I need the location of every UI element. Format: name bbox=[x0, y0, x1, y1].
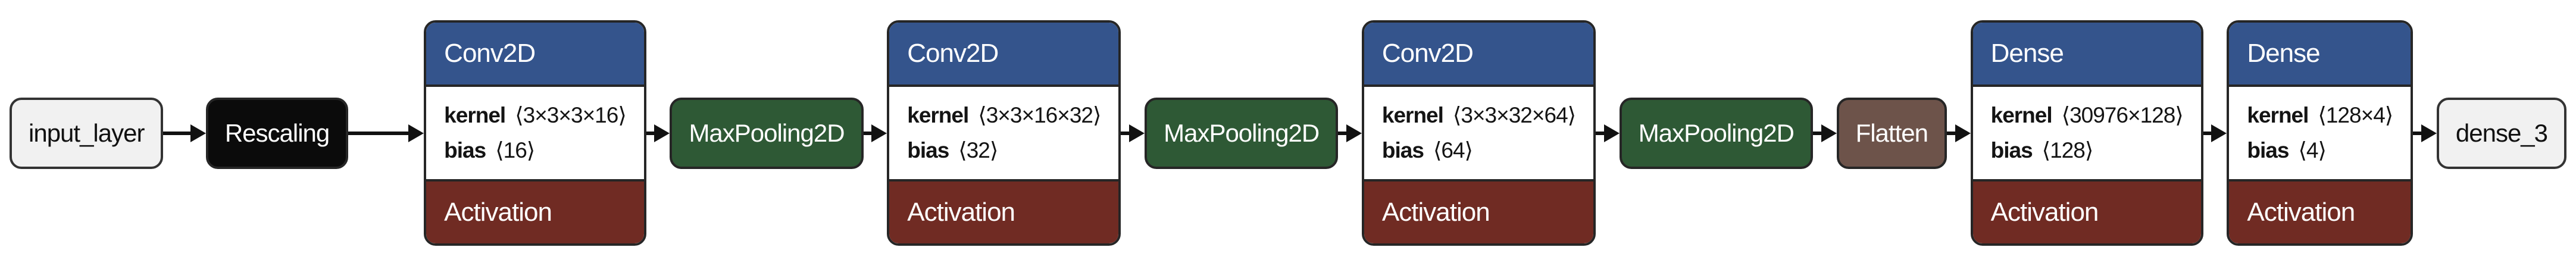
arrowhead-icon bbox=[190, 124, 206, 142]
arrowhead-icon bbox=[871, 124, 887, 142]
param-name: bias bbox=[1381, 137, 1424, 162]
node-maxpooling2d-2: MaxPooling2D bbox=[1145, 97, 1339, 169]
arrowhead-icon bbox=[1603, 124, 1620, 142]
layer-params: kernel ⟨3×3×16×32⟩ bias ⟨32⟩ bbox=[889, 86, 1119, 180]
param-shape: ⟨64⟩ bbox=[1433, 137, 1473, 162]
param-shape: ⟨3×3×32×64⟩ bbox=[1452, 102, 1576, 127]
param-bias: bias ⟨128⟩ bbox=[1990, 137, 2183, 163]
param-name: bias bbox=[444, 137, 486, 162]
param-name: bias bbox=[1990, 137, 2033, 162]
flow-arrow-1 bbox=[163, 123, 206, 143]
arrowhead-icon bbox=[408, 124, 424, 142]
node-maxpooling2d-1: MaxPooling2D bbox=[670, 97, 864, 169]
layer-type-header: Conv2D bbox=[426, 22, 644, 87]
flow-arrow-5 bbox=[1121, 123, 1145, 143]
arrowhead-icon bbox=[2211, 124, 2227, 142]
arrowhead-icon bbox=[1129, 124, 1145, 142]
flow-arrow-2 bbox=[348, 123, 424, 143]
layer-type-header: Conv2D bbox=[1364, 22, 1594, 87]
arrowhead-icon bbox=[1821, 124, 1837, 142]
param-bias: bias ⟨16⟩ bbox=[444, 137, 626, 163]
node-input-layer: input_layer bbox=[10, 97, 164, 169]
flow-arrow-11 bbox=[2413, 123, 2437, 143]
param-shape: ⟨16⟩ bbox=[495, 137, 535, 162]
param-bias: bias ⟨32⟩ bbox=[907, 137, 1101, 163]
param-name: kernel bbox=[1990, 102, 2053, 127]
param-kernel: kernel ⟨30976×128⟩ bbox=[1990, 102, 2184, 128]
param-kernel: kernel ⟨3×3×16×32⟩ bbox=[907, 102, 1101, 128]
activation-footer: Activation bbox=[2229, 179, 2411, 244]
param-name: kernel bbox=[1381, 102, 1444, 127]
arrowhead-icon bbox=[1955, 124, 1971, 142]
layer-block-dense-2: Dense kernel ⟨128×4⟩ bias ⟨4⟩ Activation bbox=[2227, 20, 2414, 246]
node-dense-3-output: dense_3 bbox=[2436, 97, 2567, 169]
param-name: bias bbox=[2247, 137, 2289, 162]
param-kernel: kernel ⟨3×3×3×16⟩ bbox=[444, 102, 627, 128]
param-shape: ⟨3×3×16×32⟩ bbox=[978, 102, 1101, 127]
layer-type-header: Conv2D bbox=[889, 22, 1119, 87]
flow-arrow-4 bbox=[863, 123, 887, 143]
layer-block-conv2d-3: Conv2D kernel ⟨3×3×32×64⟩ bias ⟨64⟩ Activa… bbox=[1361, 20, 1596, 246]
param-shape: ⟨30976×128⟩ bbox=[2061, 102, 2184, 127]
layer-type-header: Dense bbox=[1972, 22, 2201, 87]
param-kernel: kernel ⟨128×4⟩ bbox=[2247, 102, 2393, 128]
arrow-shaft bbox=[1946, 131, 1956, 135]
flow-arrow-6 bbox=[1338, 123, 1362, 143]
param-shape: ⟨3×3×3×16⟩ bbox=[515, 102, 627, 127]
param-name: kernel bbox=[444, 102, 506, 127]
flow-arrow-9 bbox=[1946, 123, 1971, 143]
arrow-shaft bbox=[1596, 131, 1605, 135]
arrow-shaft bbox=[1812, 131, 1822, 135]
layer-type-header: Dense bbox=[2229, 22, 2411, 87]
arrowhead-icon bbox=[2421, 124, 2437, 142]
arrow-shaft bbox=[2203, 131, 2212, 135]
arrow-shaft bbox=[646, 131, 655, 135]
param-shape: ⟨32⟩ bbox=[958, 137, 998, 162]
arrow-shaft bbox=[1121, 131, 1130, 135]
layer-params: kernel ⟨3×3×32×64⟩ bias ⟨64⟩ bbox=[1364, 86, 1594, 180]
flow-arrow-7 bbox=[1596, 123, 1620, 143]
arrowhead-icon bbox=[1346, 124, 1362, 142]
flow-arrow-8 bbox=[1812, 123, 1837, 143]
arrow-shaft bbox=[2413, 131, 2422, 135]
arrow-shaft bbox=[863, 131, 873, 135]
layer-block-dense-1: Dense kernel ⟨30976×128⟩ bias ⟨128⟩ Activa… bbox=[1970, 20, 2203, 246]
param-bias: bias ⟨64⟩ bbox=[1381, 137, 1575, 163]
activation-footer: Activation bbox=[1972, 179, 2201, 244]
layer-params: kernel ⟨128×4⟩ bias ⟨4⟩ bbox=[2229, 86, 2411, 180]
flow-arrow-3 bbox=[646, 123, 670, 143]
flow-arrow-10 bbox=[2203, 123, 2227, 143]
layer-block-conv2d-2: Conv2D kernel ⟨3×3×16×32⟩ bias ⟨32⟩ Activa… bbox=[887, 20, 1121, 246]
node-rescaling: Rescaling bbox=[205, 97, 349, 169]
layer-params: kernel ⟨30976×128⟩ bias ⟨128⟩ bbox=[1972, 86, 2201, 180]
arrowhead-icon bbox=[654, 124, 670, 142]
activation-footer: Activation bbox=[889, 179, 1119, 244]
param-bias: bias ⟨4⟩ bbox=[2247, 137, 2393, 163]
param-name: kernel bbox=[907, 102, 969, 127]
node-flatten: Flatten bbox=[1836, 97, 1947, 169]
param-name: bias bbox=[907, 137, 949, 162]
arrow-shaft bbox=[348, 131, 409, 135]
layer-params: kernel ⟨3×3×3×16⟩ bias ⟨16⟩ bbox=[426, 86, 644, 180]
param-name: kernel bbox=[2247, 102, 2309, 127]
param-shape: ⟨4⟩ bbox=[2298, 137, 2326, 162]
param-shape: ⟨128⟩ bbox=[2042, 137, 2094, 162]
activation-footer: Activation bbox=[1364, 179, 1594, 244]
arrow-shaft bbox=[163, 131, 191, 135]
activation-footer: Activation bbox=[426, 179, 644, 244]
node-maxpooling2d-3: MaxPooling2D bbox=[1619, 97, 1813, 169]
param-kernel: kernel ⟨3×3×32×64⟩ bbox=[1381, 102, 1576, 128]
arrow-shaft bbox=[1338, 131, 1347, 135]
param-shape: ⟨128×4⟩ bbox=[2318, 102, 2393, 127]
layer-block-conv2d-1: Conv2D kernel ⟨3×3×3×16⟩ bias ⟨16⟩ Activat… bbox=[424, 20, 646, 246]
